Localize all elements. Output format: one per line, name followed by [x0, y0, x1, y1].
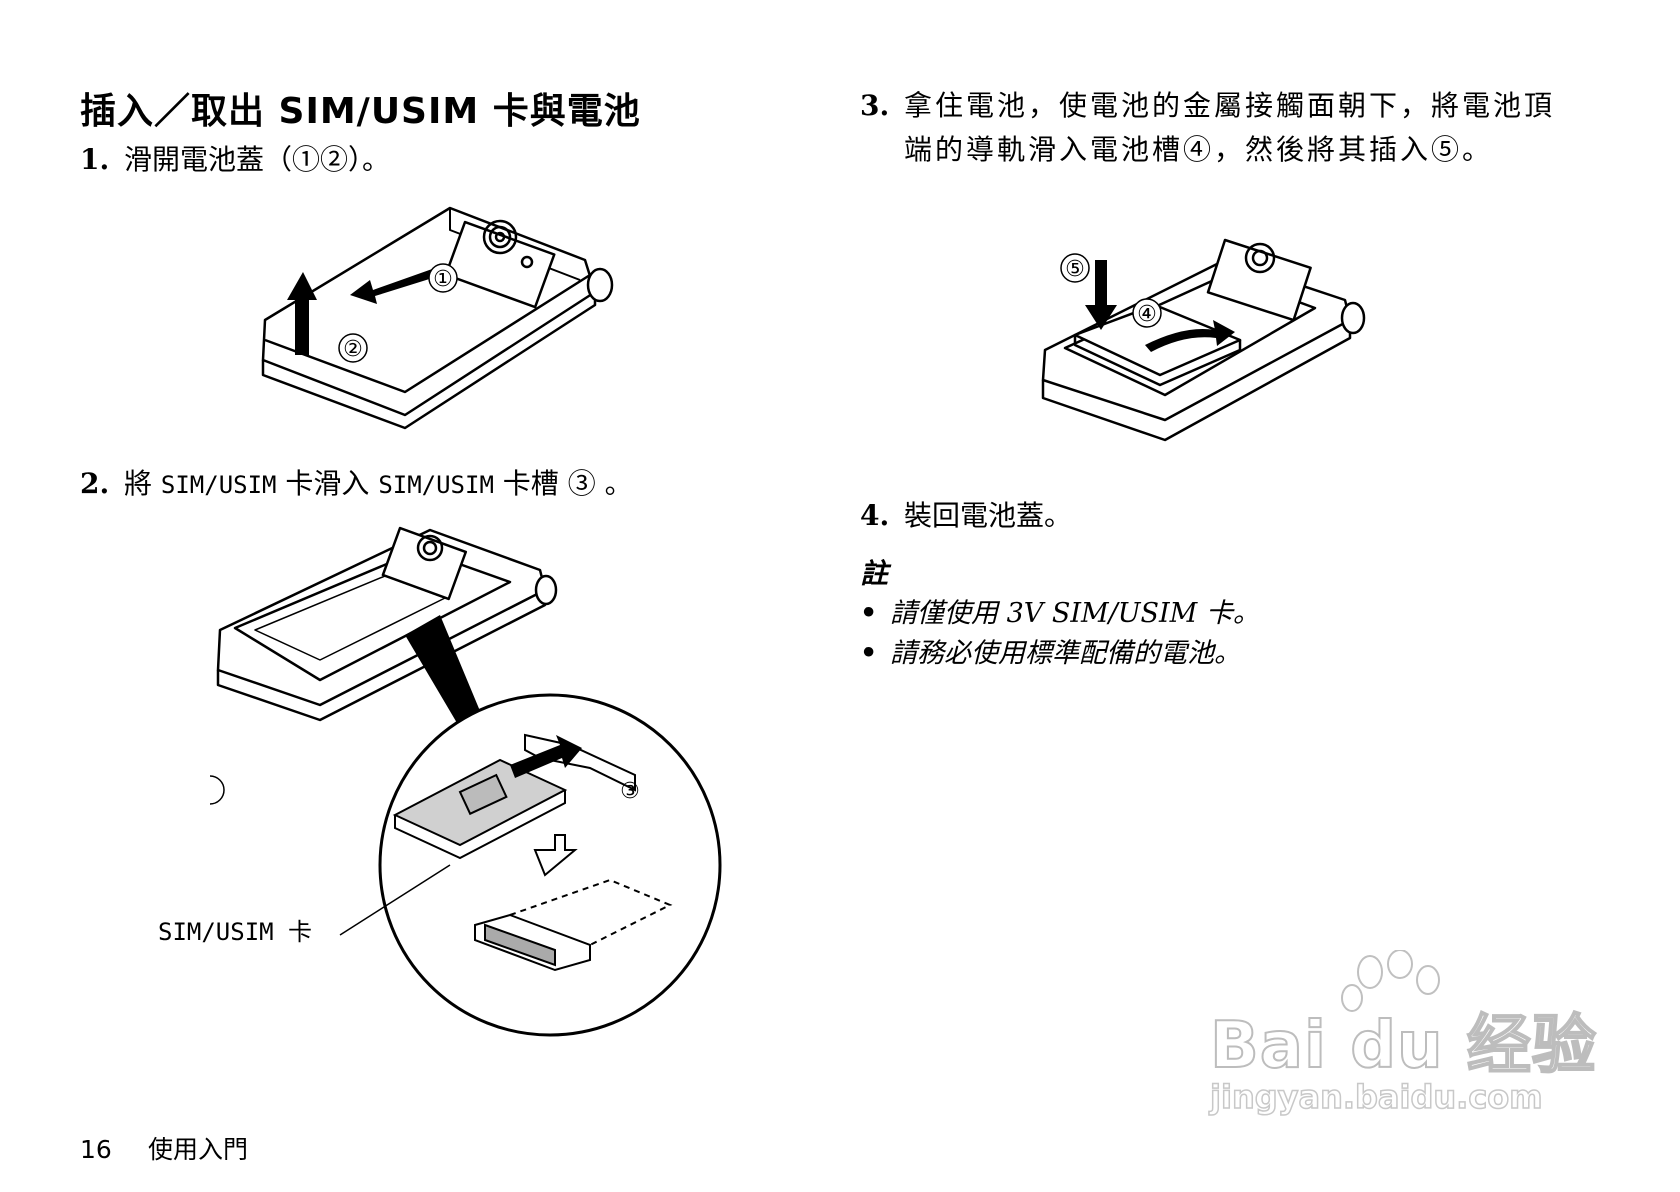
- watermark-url: jingyan.baidu.com: [1210, 1078, 1543, 1116]
- note-heading: 註: [860, 552, 888, 592]
- step-text: 將: [124, 467, 161, 500]
- step-1: 1.滑開電池蓋（①②）。: [80, 138, 390, 182]
- figure-insert-battery: ⑤ ④: [1035, 230, 1395, 470]
- section-name: 使用入門: [148, 1135, 248, 1164]
- step-number: 3.: [860, 84, 904, 128]
- label-3: ③: [620, 779, 640, 804]
- step-code: SIM/USIM: [161, 471, 277, 499]
- step-code: SIM/USIM: [378, 471, 494, 499]
- step-number: 4.: [860, 494, 904, 538]
- figure-insert-sim: ③: [210, 520, 730, 1040]
- watermark: Bai du 经验 jingyan.baidu.com: [1190, 950, 1610, 1130]
- step-text: 卡槽 ③ 。: [494, 467, 633, 500]
- step-number: 1.: [80, 138, 124, 182]
- label-1: ①: [433, 267, 453, 292]
- note-item: 請僅使用 3V SIM/USIM 卡。: [860, 594, 1260, 634]
- step-number: 2.: [80, 462, 124, 506]
- watermark-logo-text: Bai du 经验: [1210, 994, 1597, 1086]
- step-text: 卡滑入: [277, 467, 379, 500]
- page-number: 16: [80, 1135, 148, 1164]
- page-title: 插入／取出 SIM/USIM 卡與電池: [80, 82, 641, 134]
- figure-slide-battery-cover: ① ②: [255, 200, 615, 430]
- step-4: 4.裝回電池蓋。: [860, 494, 1072, 538]
- label-4: ④: [1137, 302, 1157, 327]
- sim-card-caption: SIM/USIM 卡: [158, 912, 312, 947]
- step-text: 拿住電池，使電池的金屬接觸面朝下，將電池頂端的導軌滑入電池槽④，然後將其插入⑤。: [904, 84, 1580, 172]
- step-3: 3. 拿住電池，使電池的金屬接觸面朝下，將電池頂端的導軌滑入電池槽④，然後將其插…: [860, 84, 1580, 172]
- step-text: 裝回電池蓋。: [904, 494, 1072, 538]
- step-text: 滑開電池蓋（①②）。: [124, 138, 390, 182]
- step-2: 2.將 SIM/USIM 卡滑入 SIM/USIM 卡槽 ③ 。: [80, 462, 633, 507]
- label-5: ⑤: [1065, 257, 1085, 282]
- note-list: 請僅使用 3V SIM/USIM 卡。 請務必使用標準配備的電池。: [860, 594, 1260, 674]
- note-item: 請務必使用標準配備的電池。: [860, 634, 1260, 674]
- label-2: ②: [343, 337, 363, 362]
